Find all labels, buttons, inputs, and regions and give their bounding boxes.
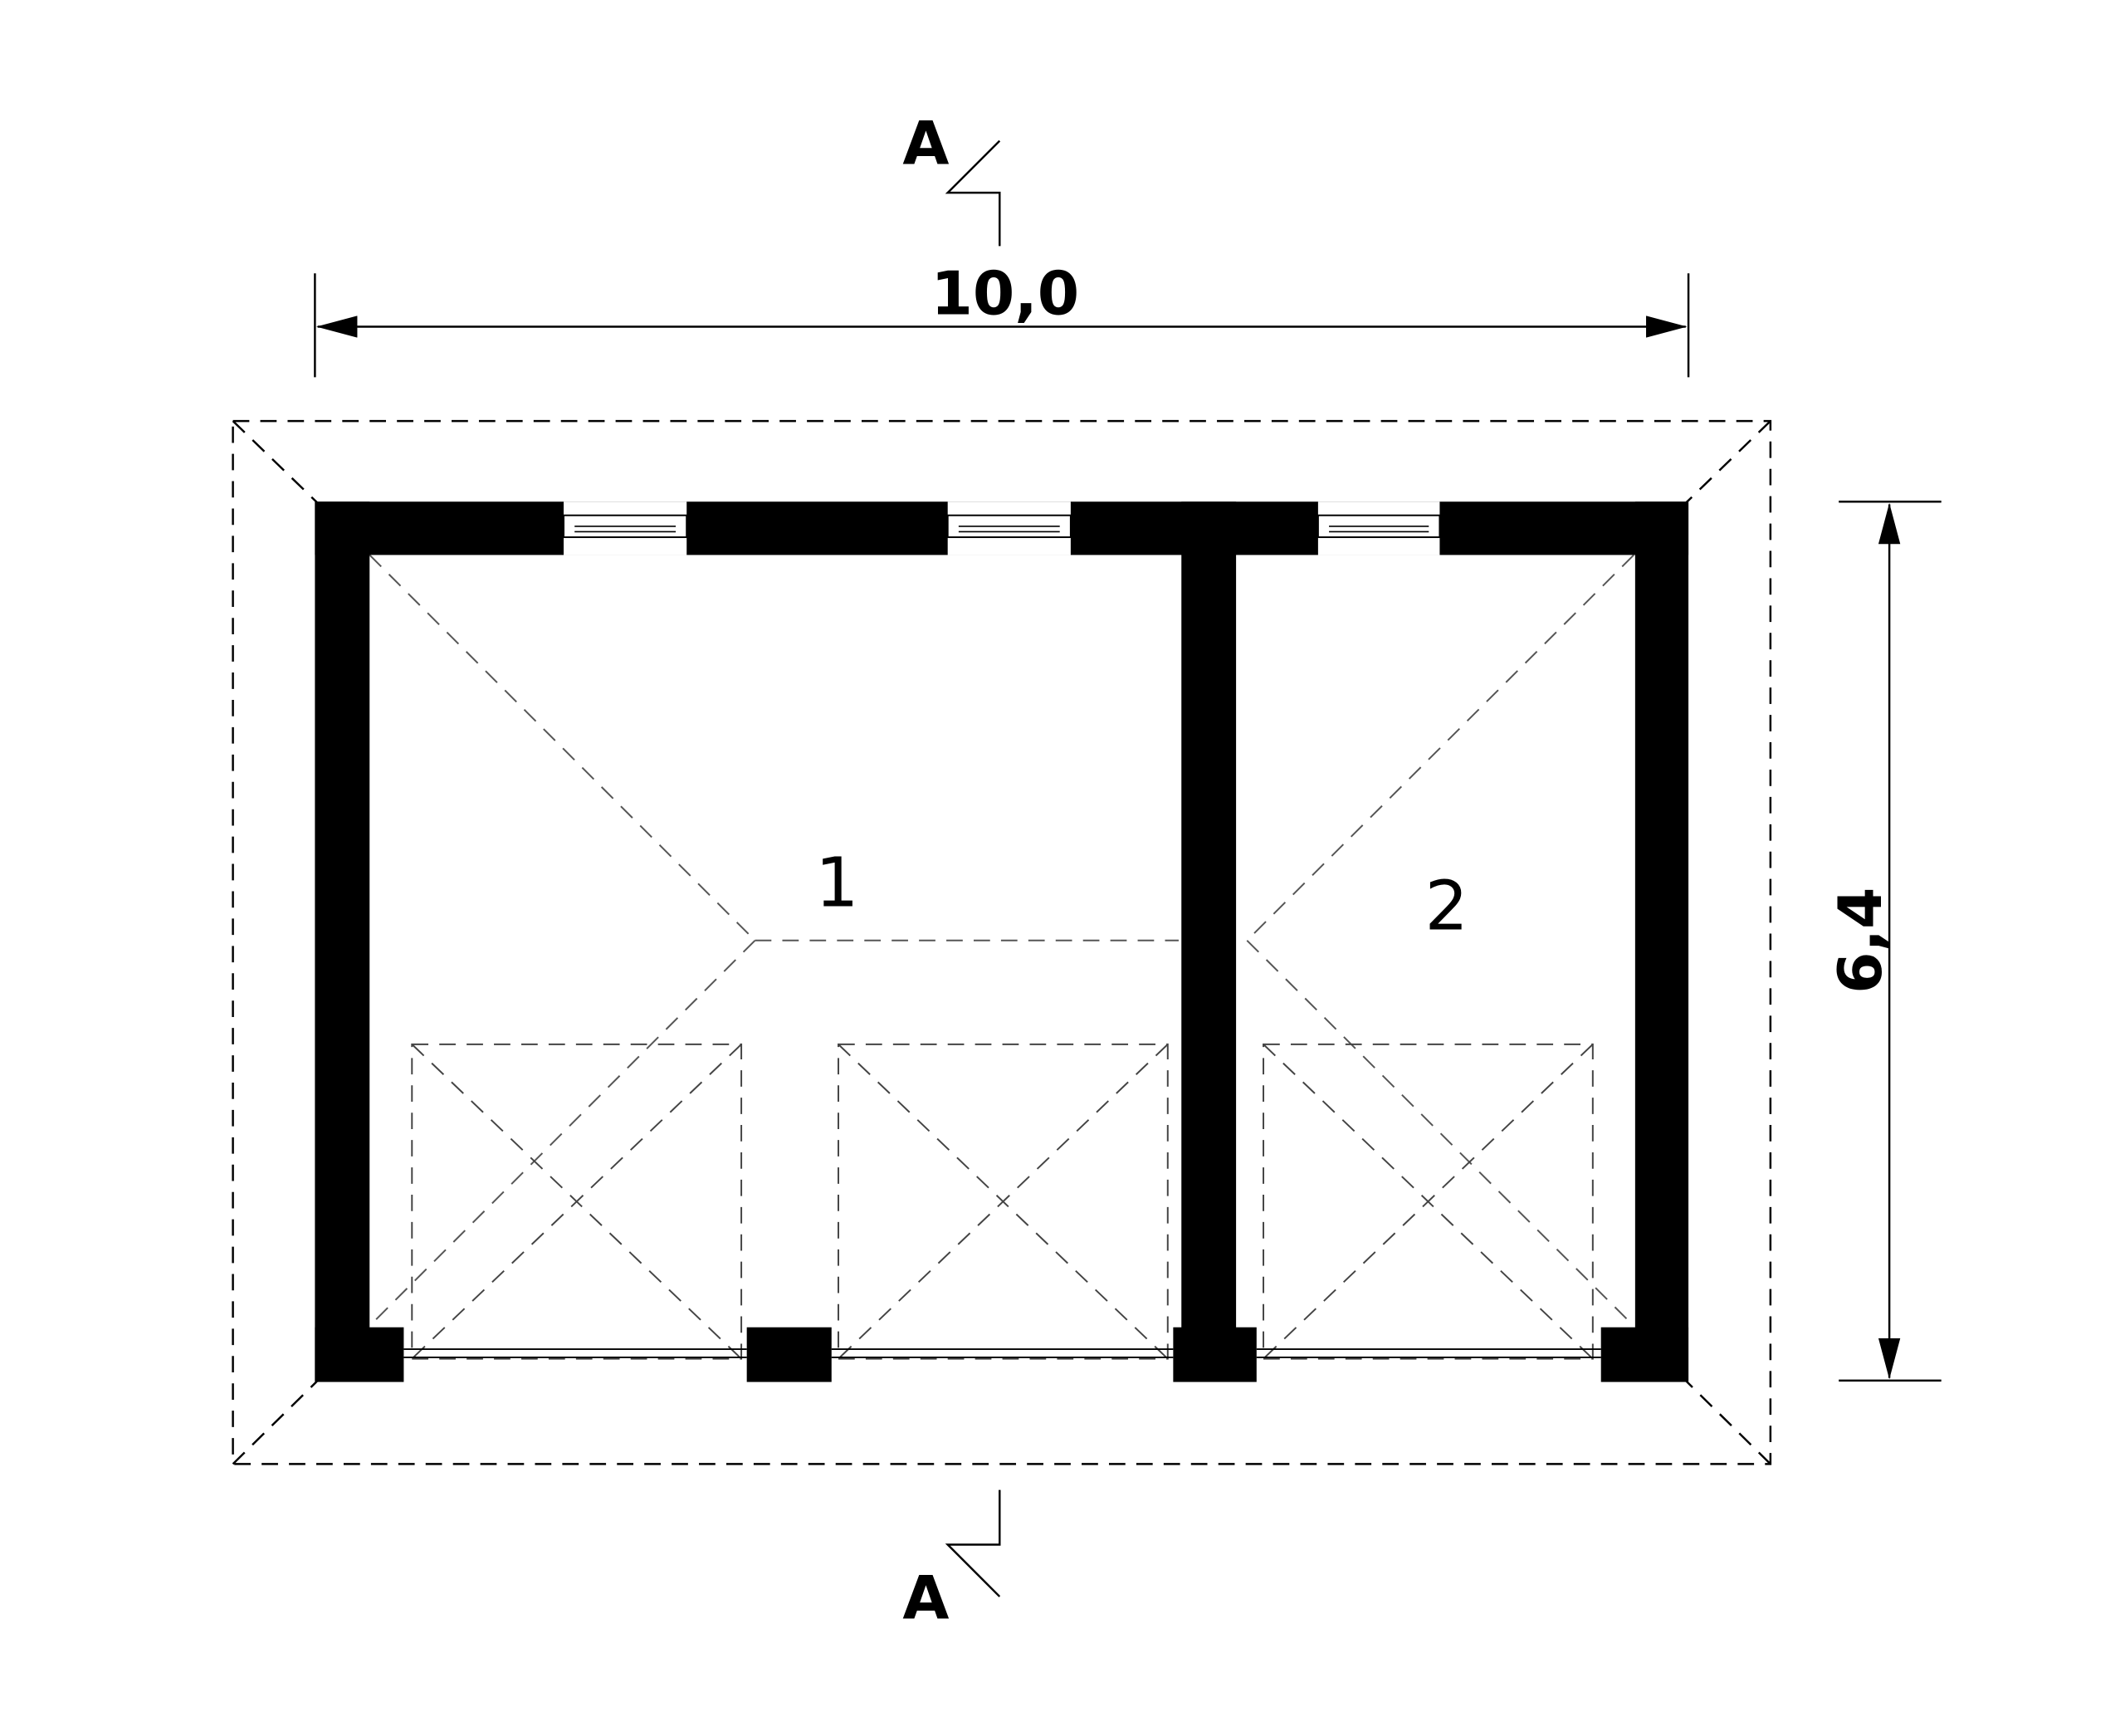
section-marker-top-letter: A [902,110,949,179]
door-thresholds [403,1348,1601,1358]
pier-mid [746,1327,832,1382]
wall-right [1634,501,1689,1381]
depth-dimension [1839,501,1942,1382]
garage-door-3 [1263,1043,1594,1360]
hip-line-1 [369,554,756,941]
pier-right [1600,1327,1689,1382]
roof-hip-top-right [1684,420,1771,504]
roof-hip-bottom-right [1684,1380,1771,1465]
roof-ridge-lines [369,554,1634,1327]
roof-hip-top-left [232,420,319,504]
roof-outline [232,419,1772,1465]
window-2 [946,501,1072,555]
wall-partition [1181,501,1237,1381]
roof-eave-rect [232,419,1772,1465]
section-marker-top: A [902,110,1001,247]
roof-hip-bottom-left [232,1380,319,1465]
windows [563,501,1441,555]
hip-line-3 [1246,554,1634,941]
garage-door-2 [837,1043,1169,1360]
section-marker-bottom: A [902,1489,1001,1633]
width-dimension-label: 10,0 [931,260,1079,330]
room-number-1: 1 [815,844,858,923]
room-number-2: 2 [1424,868,1468,946]
pier-partition [1173,1327,1257,1382]
garage-door-1 [411,1043,743,1360]
section-marker-bottom-letter: A [902,1563,949,1633]
width-dimension [314,273,1690,378]
hip-line-2 [369,940,756,1327]
window-1 [563,501,688,555]
window-3 [1317,501,1441,555]
garage-doors [411,1043,1594,1360]
depth-dimension-label: 6,4 [1826,888,1896,994]
hip-line-4 [1246,940,1634,1327]
pier-left [315,1327,404,1382]
wall-left [315,501,370,1381]
walls [315,501,1689,1382]
